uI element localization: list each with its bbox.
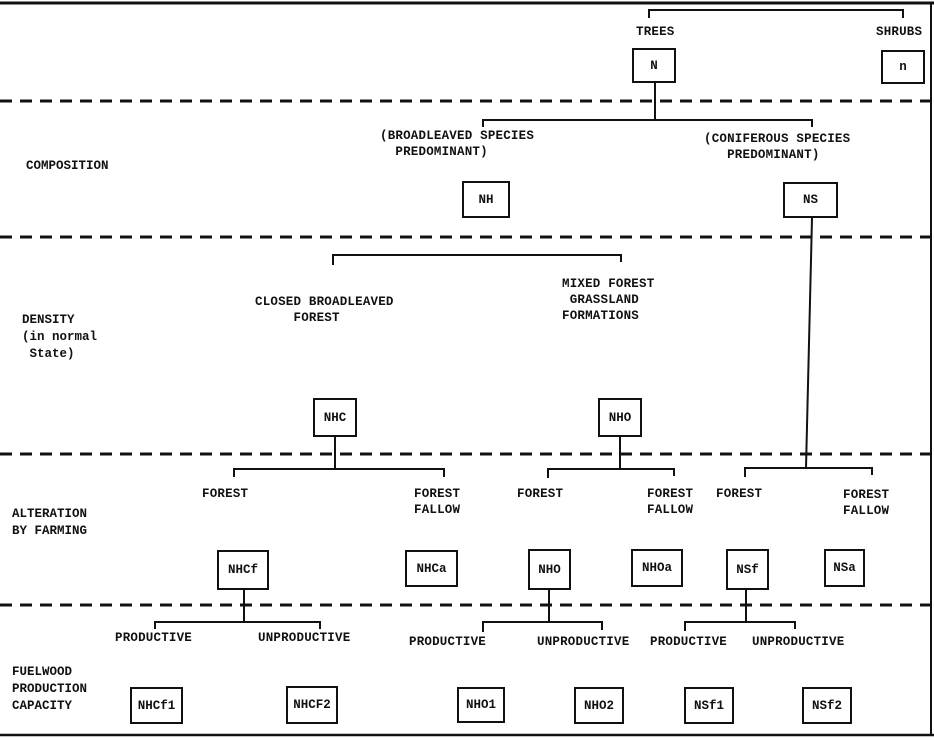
label-productive-1: PRODUCTIVE	[115, 631, 193, 645]
bracket-NHO-alt	[482, 621, 603, 632]
node-NHCf: NHCf	[217, 550, 269, 590]
node-n: n	[881, 50, 925, 84]
label-forest-2: FOREST	[517, 487, 564, 501]
node-NHC: NHC	[313, 398, 357, 437]
label-unproductive-1: UNPRODUCTIVE	[258, 631, 351, 645]
node-NHCa: NHCa	[405, 550, 458, 587]
bracket-trees-shrubs	[648, 9, 904, 18]
bracket-density	[332, 254, 622, 265]
label-forest-3: FOREST	[716, 487, 763, 501]
node-NHO: NHO	[598, 398, 642, 437]
level-composition: COMPOSITION	[26, 159, 109, 173]
label-forest-fallow-1: FOREST FALLOW	[414, 487, 461, 517]
node-NHOa: NHOa	[631, 549, 683, 587]
node-NSf2: NSf2	[802, 687, 852, 724]
label-forest-fallow-2: FOREST FALLOW	[647, 487, 694, 517]
bracket-NS	[744, 467, 873, 477]
node-N: N	[632, 48, 676, 83]
node-NSf: NSf	[726, 549, 769, 590]
node-NSa: NSa	[824, 549, 865, 587]
label-unproductive-2: UNPRODUCTIVE	[537, 635, 630, 649]
connector-NS	[805, 217, 813, 469]
label-productive-3: PRODUCTIVE	[650, 635, 728, 649]
node-NH: NH	[462, 181, 510, 218]
label-forest-1: FOREST	[202, 487, 249, 501]
bracket-composition	[482, 119, 813, 127]
node-NHO-alt: NHO	[528, 549, 571, 590]
level-density: DENSITY (in normal State)	[22, 313, 98, 361]
label-forest-fallow-3: FOREST FALLOW	[843, 488, 890, 518]
node-NHCf1: NHCf1	[130, 687, 183, 724]
node-NS: NS	[783, 182, 838, 218]
level-fuelwood: FUELWOOD PRODUCTION CAPACITY	[12, 665, 88, 713]
label-closed-broadleaved: CLOSED BROADLEAVED FOREST	[255, 295, 394, 325]
label-trees: TREES	[636, 25, 675, 39]
label-unproductive-3: UNPRODUCTIVE	[752, 635, 845, 649]
node-NHCF2: NHCF2	[286, 686, 338, 724]
label-broadleaved: (BROADLEAVED SPECIES PREDOMINANT)	[380, 129, 535, 159]
node-NHO1: NHO1	[457, 687, 505, 723]
label-shrubs: SHRUBS	[876, 25, 923, 39]
node-NSf1: NSf1	[684, 687, 734, 724]
bracket-NHC	[233, 468, 445, 477]
bracket-NHO	[547, 468, 675, 478]
bracket-NHCf	[154, 621, 321, 629]
node-NHO2: NHO2	[574, 687, 624, 724]
level-alteration: ALTERATION BY FARMING	[12, 507, 88, 538]
label-mixed-forest: MIXED FOREST GRASSLAND FORMATIONS	[562, 277, 655, 323]
bracket-NSf	[684, 621, 796, 631]
label-productive-2: PRODUCTIVE	[409, 635, 487, 649]
label-coniferous: (CONIFEROUS SPECIES PREDOMINANT)	[704, 132, 851, 162]
